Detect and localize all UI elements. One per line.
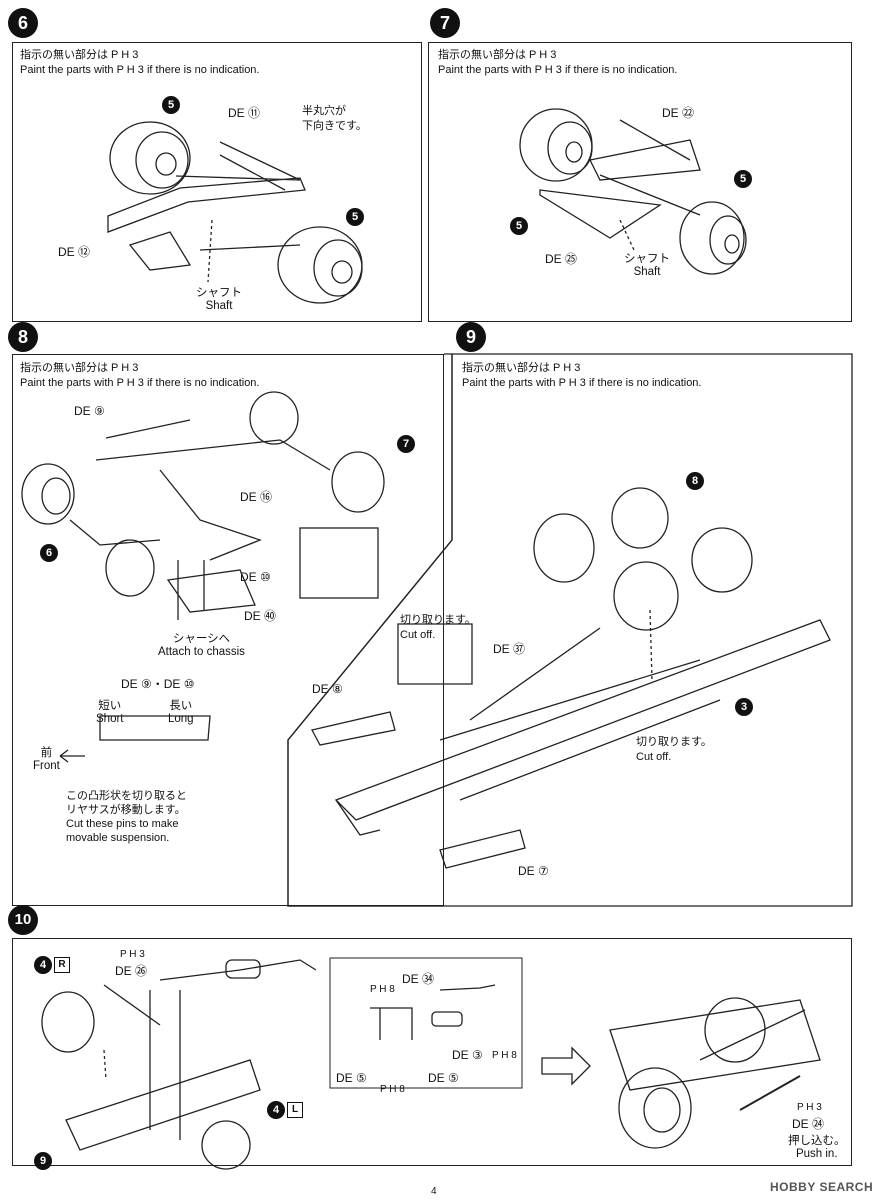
step-10-inset-de5b: DE ⑤ bbox=[428, 1071, 459, 1085]
step-9-panel bbox=[287, 353, 853, 907]
step-10-number: 10 bbox=[8, 905, 38, 935]
step-9-part-de7: DE ⑦ bbox=[518, 864, 549, 878]
step-7-part-de22: DE ㉒ bbox=[662, 106, 695, 120]
step-10-inset-de34: DE ㉞ bbox=[402, 972, 435, 986]
step-10-assembly-icon bbox=[609, 997, 821, 1149]
step-10-part-de26: DE ㉖ bbox=[115, 964, 148, 978]
step-6-paint-note: 指示の無い部分は P H 3 Paint the parts with P H … bbox=[20, 48, 259, 78]
step-9-paint-note: 指示の無い部分は P H 3 Paint the parts with P H … bbox=[462, 362, 702, 389]
step-7-wheel-top-icon bbox=[519, 108, 593, 182]
step-6-shaft-label: シャフト Shaft bbox=[196, 287, 242, 312]
step-9-cut-note-2: 切り取ります。 Cut off. bbox=[636, 736, 712, 763]
step-10-inset-paint-a: P H 8 bbox=[370, 984, 395, 995]
step-8-part-de10: DE ⑩ bbox=[240, 570, 271, 584]
step-10-arrow-icon bbox=[541, 1046, 591, 1086]
step-10-exhaust-icon bbox=[41, 959, 317, 1170]
page-number: 4 bbox=[431, 1186, 437, 1197]
step-7-panel bbox=[428, 42, 852, 322]
step-9-callout-8: 8 bbox=[686, 472, 704, 490]
step-10-inset-paint-b: P H 8 bbox=[492, 1050, 517, 1061]
step-10-callout-4l: 4 bbox=[267, 1101, 285, 1119]
step-10-inset-paint-c: P H 8 bbox=[380, 1084, 405, 1095]
step-7-paint-note: 指示の無い部分は P H 3 Paint the parts with P H … bbox=[438, 49, 678, 76]
step-6-callout-5b: 5 bbox=[346, 208, 364, 226]
step-8-part-de40: DE ㊵ bbox=[244, 609, 277, 623]
step-8-attach-label: シャーシへ Attach to chassis bbox=[158, 633, 245, 658]
step-10-inset-frame bbox=[329, 957, 523, 1089]
step-7-number: 7 bbox=[430, 8, 460, 38]
step-8-pair-label: DE ⑨・DE ⑩ bbox=[121, 677, 195, 691]
step-9-chassis-icon bbox=[311, 487, 831, 869]
step-7-axle-icon bbox=[539, 119, 701, 239]
step-8-number: 8 bbox=[8, 322, 38, 352]
step-10-callout-9: 9 bbox=[34, 1152, 52, 1170]
step-10-right-paint: P H 3 bbox=[797, 1102, 822, 1113]
step-7-callout-5a: 5 bbox=[734, 170, 752, 188]
step-6-number: 6 bbox=[8, 8, 38, 38]
step-7-wheel-bottom-icon bbox=[679, 201, 747, 275]
step-10-badge-r: R bbox=[54, 957, 70, 973]
step-8-part-de9: DE ⑨ bbox=[74, 404, 105, 418]
step-8-paint-note: 指示の無い部分は P H 3 Paint the parts with P H … bbox=[20, 362, 260, 389]
step-6-part-de11: DE ⑪ bbox=[228, 106, 261, 120]
step-6-part-de12: DE ⑫ bbox=[58, 245, 91, 259]
step-9-part-de8: DE ⑧ bbox=[312, 682, 343, 696]
step-8-callout-7: 7 bbox=[397, 435, 415, 453]
step-8-part-de16: DE ⑯ bbox=[240, 490, 273, 504]
paint-note-jp: 指示の無い部分は P H 3 bbox=[20, 49, 139, 61]
step-10-panel bbox=[12, 938, 852, 1166]
step-9-callout-3: 3 bbox=[735, 698, 753, 716]
step-6-panel bbox=[12, 42, 422, 322]
watermark: HOBBY SEARCH bbox=[770, 1180, 874, 1194]
step-10-inset-de3: DE ③ bbox=[452, 1048, 483, 1062]
step-10-badge-l: L bbox=[287, 1102, 303, 1118]
step-6-wheel-left-icon bbox=[109, 121, 191, 195]
step-7-part-de25: DE ㉕ bbox=[545, 252, 578, 266]
step-6-axle-icon bbox=[107, 141, 306, 271]
step-9-cut-note-1: 切り取ります。 Cut off. bbox=[400, 614, 476, 641]
step-10-inset-de5a: DE ⑤ bbox=[336, 1071, 367, 1085]
step-6-wheel-right-icon bbox=[277, 226, 363, 304]
step-9-number: 9 bbox=[456, 322, 486, 352]
step-9-part-de37: DE ㊲ bbox=[493, 642, 526, 656]
step-10-paint-top: P H 3 bbox=[120, 949, 145, 960]
step-6-hole-note: 半丸穴が 下向きです。 bbox=[302, 105, 367, 132]
step-10-right-de24: DE ㉔ bbox=[792, 1117, 825, 1131]
step-8-callout-6: 6 bbox=[40, 544, 58, 562]
step-7-callout-5b: 5 bbox=[510, 217, 528, 235]
step-6-callout-5a: 5 bbox=[162, 96, 180, 114]
step-10-push-label: 押し込む。 Push in. bbox=[788, 1135, 846, 1160]
paint-note-en: Paint the parts with P H 3 if there is n… bbox=[20, 64, 260, 76]
step-8-pin-note: この凸形状を切り取ると リヤサスが移動します。 Cut these pins t… bbox=[66, 790, 187, 844]
step-7-shaft-label: シャフト Shaft bbox=[624, 253, 670, 278]
step-8-front-label: 前 Front bbox=[33, 747, 60, 772]
step-10-callout-4r: 4 bbox=[34, 956, 52, 974]
step-8-suspension-icon bbox=[21, 391, 385, 763]
